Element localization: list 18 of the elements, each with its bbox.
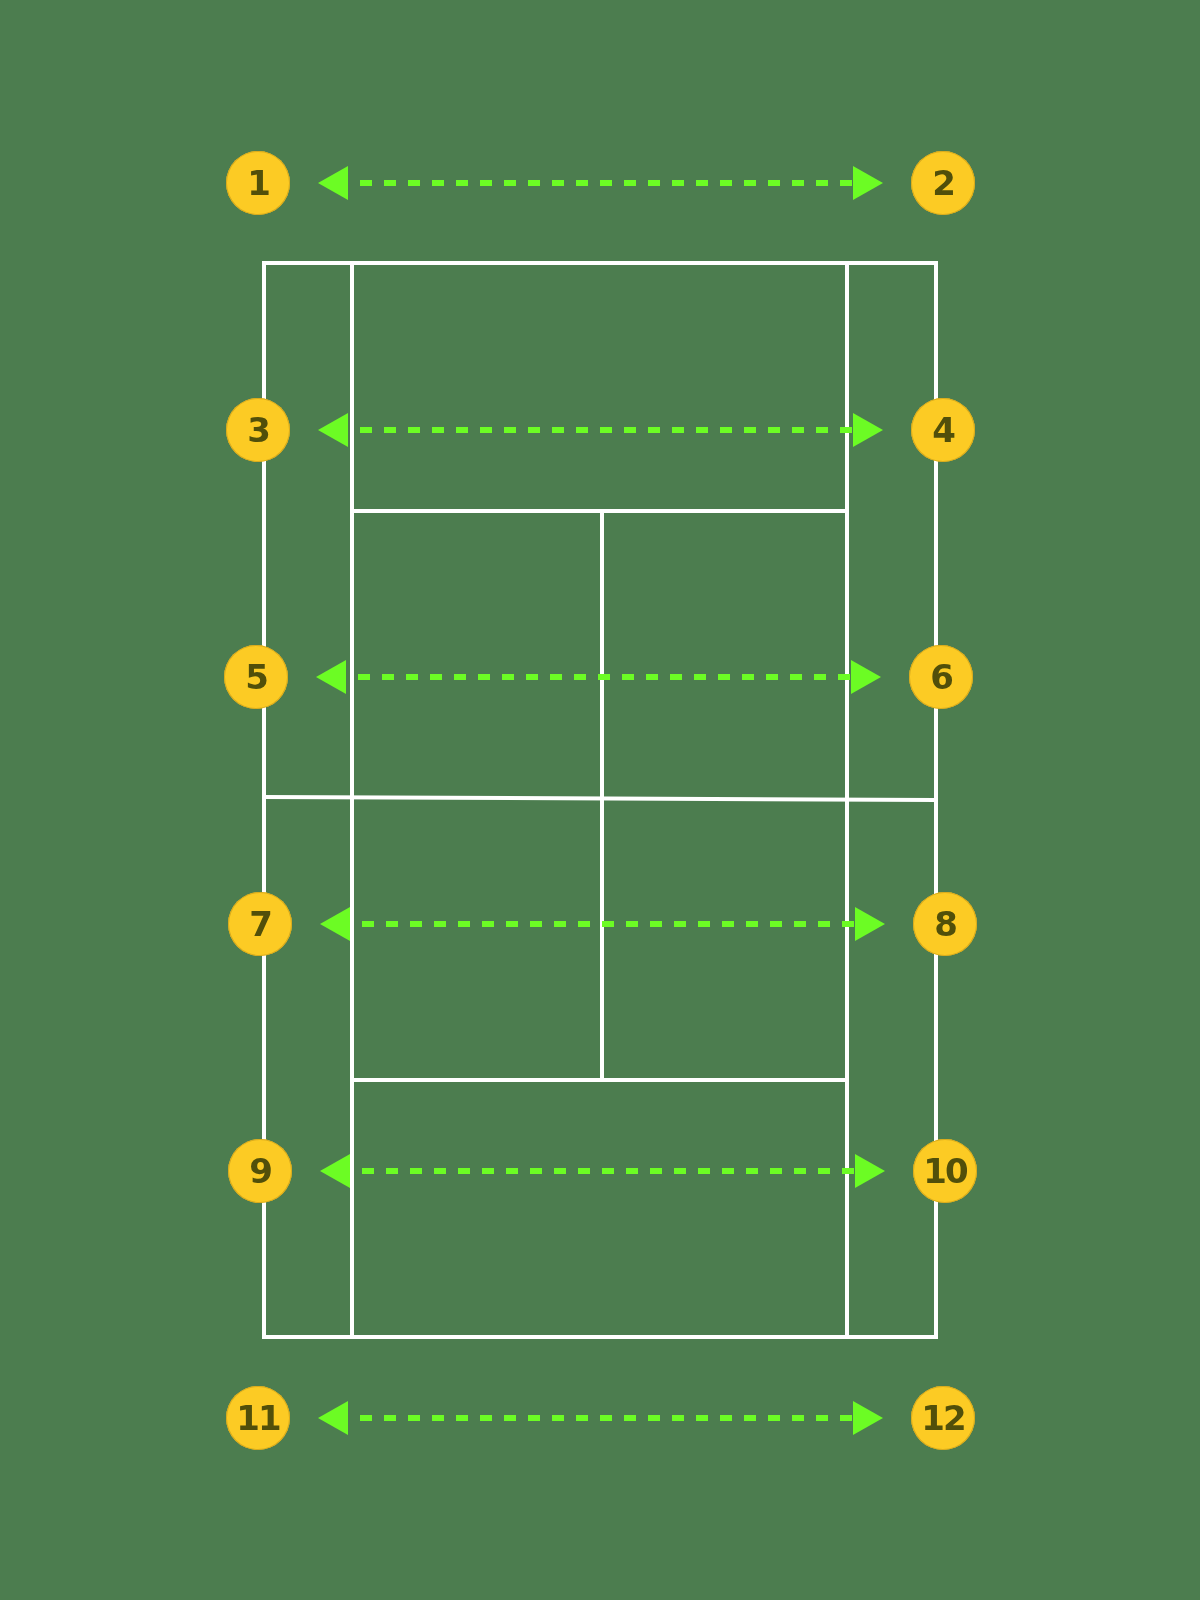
- callout-number: 11: [226, 1386, 290, 1450]
- double-headed-arrow: [320, 907, 885, 941]
- callout-number: 4: [911, 398, 975, 462]
- double-headed-arrow: [318, 413, 883, 447]
- double-headed-arrow: [316, 660, 881, 694]
- callout-number: 3: [226, 398, 290, 462]
- callout-number: 12: [911, 1386, 975, 1450]
- callout-number: 2: [911, 151, 975, 215]
- callout-number: 9: [228, 1139, 292, 1203]
- callout-number: 10: [913, 1139, 977, 1203]
- callout-number: 1: [226, 151, 290, 215]
- callout-number: 5: [224, 645, 288, 709]
- callout-number: 8: [913, 892, 977, 956]
- callout-number: 7: [228, 892, 292, 956]
- callout-number: 6: [909, 645, 973, 709]
- double-headed-arrow: [318, 166, 883, 200]
- double-headed-arrow: [318, 1401, 883, 1435]
- double-headed-arrow: [320, 1154, 885, 1188]
